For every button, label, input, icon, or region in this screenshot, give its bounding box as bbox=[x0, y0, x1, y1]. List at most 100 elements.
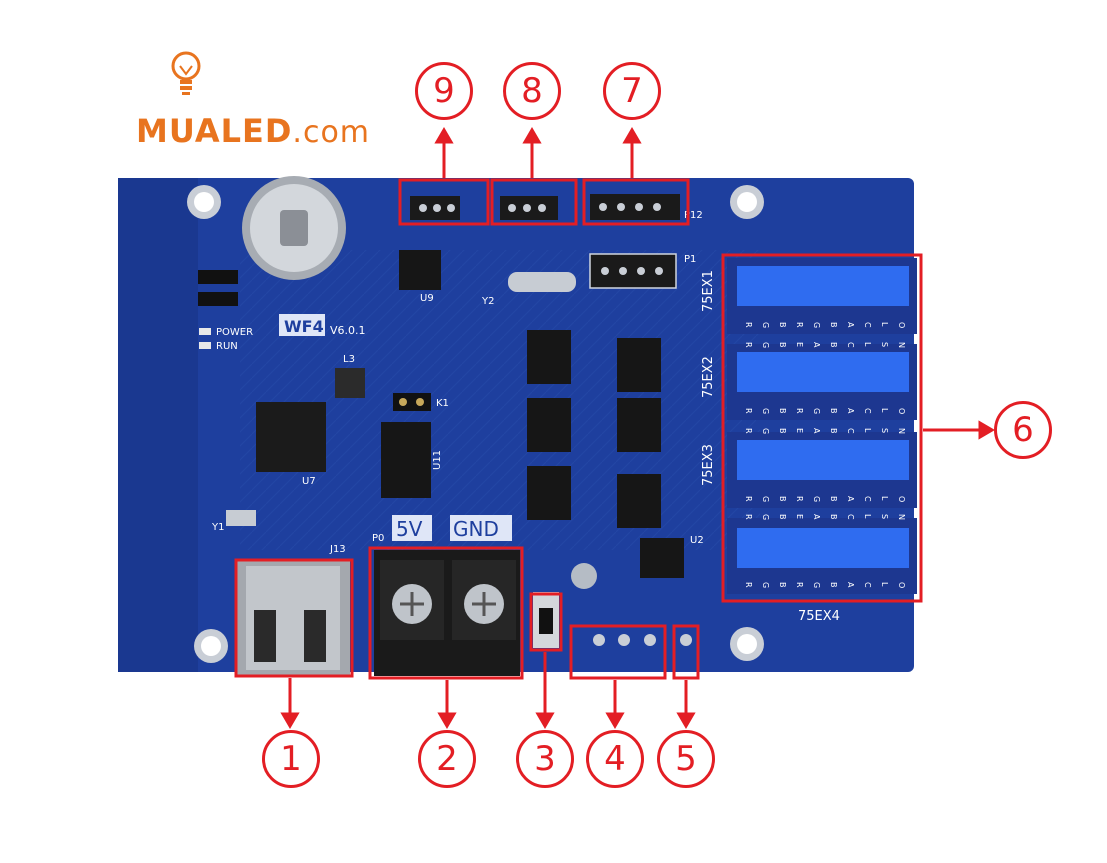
power-terminal bbox=[374, 550, 520, 676]
pin-letter: L bbox=[863, 514, 872, 519]
pin-letter: B bbox=[829, 582, 838, 588]
version-label: V6.0.1 bbox=[330, 324, 366, 337]
hub4-label: 75EX4 bbox=[798, 609, 840, 624]
mualed-logo: MUALED.com bbox=[136, 50, 396, 160]
j13-label: J13 bbox=[329, 544, 346, 555]
pin-letter: L bbox=[863, 428, 872, 433]
regulator-u2 bbox=[640, 538, 684, 578]
pads-s2-s4 bbox=[593, 634, 656, 646]
pin-letter: G bbox=[761, 514, 770, 520]
crystal-y1 bbox=[226, 510, 256, 526]
pin-letter: G bbox=[761, 322, 770, 328]
pin-letter: B bbox=[829, 514, 838, 520]
pin-letter: O bbox=[897, 582, 906, 588]
pin-letter: B bbox=[778, 342, 787, 348]
pin-letter: N bbox=[897, 514, 906, 520]
pin-letter: G bbox=[812, 408, 821, 414]
callout-3: 3 bbox=[516, 730, 574, 788]
callout-5: 5 bbox=[657, 730, 715, 788]
pin-letter: B bbox=[778, 322, 787, 328]
pin-letter: R bbox=[795, 408, 804, 414]
jumper-k1 bbox=[393, 393, 431, 411]
pin-letter: O bbox=[897, 408, 906, 414]
pin-letter: R bbox=[795, 322, 804, 328]
pin-letter: G bbox=[812, 322, 821, 328]
pin-letter: A bbox=[846, 496, 855, 502]
hub1-label: 75EX1 bbox=[701, 270, 716, 312]
pin-letter: G bbox=[761, 408, 770, 414]
vcc-label-box bbox=[392, 515, 432, 541]
pin-letter: N bbox=[897, 428, 906, 434]
highlight-usb bbox=[234, 558, 354, 678]
callout-1: 1 bbox=[262, 730, 320, 788]
pin-letter: L bbox=[863, 342, 872, 347]
pin-letter: B bbox=[778, 496, 787, 502]
p1-label: P1 bbox=[684, 254, 696, 265]
pin-letter: E bbox=[795, 342, 804, 347]
pin-letter: A bbox=[812, 342, 821, 348]
pin-letter: C bbox=[846, 428, 855, 434]
highlight-boxes bbox=[234, 178, 923, 680]
crystal-y1-label: Y1 bbox=[211, 522, 224, 533]
header-9-pins bbox=[410, 196, 460, 220]
pin-letter: C bbox=[863, 496, 872, 502]
highlight-header-9 bbox=[398, 178, 490, 226]
pin-letter: R bbox=[744, 408, 753, 414]
gnd-label: GND bbox=[453, 517, 499, 541]
pin-letter: L bbox=[880, 322, 889, 327]
pin-letter: G bbox=[761, 428, 770, 434]
pin-letter: S bbox=[880, 342, 889, 347]
chip-u9-label: U9 bbox=[420, 293, 434, 304]
chip-u7 bbox=[256, 402, 326, 472]
lightbulb-icon bbox=[171, 51, 201, 95]
highlight-header-8 bbox=[490, 178, 578, 226]
pin-letter: B bbox=[829, 428, 838, 434]
pin-letter: A bbox=[812, 428, 821, 434]
regulator-u2-label: U2 bbox=[690, 535, 704, 546]
pin-letter: R bbox=[744, 496, 753, 502]
callout-arrows bbox=[280, 127, 995, 729]
pin-letter: B bbox=[778, 582, 787, 588]
pad-p7 bbox=[680, 634, 692, 646]
pin-letter: R bbox=[744, 582, 753, 588]
highlight-power-terminal bbox=[368, 546, 524, 680]
pin-letter: E bbox=[795, 428, 804, 433]
pin-letter: N bbox=[897, 342, 906, 348]
coin-battery bbox=[242, 176, 346, 280]
test-button bbox=[533, 592, 559, 648]
pin-letter: G bbox=[761, 342, 770, 348]
p0-label: P0 bbox=[372, 533, 384, 544]
pin-letter: L bbox=[880, 408, 889, 413]
model-label-box bbox=[279, 314, 325, 336]
pcb-edge bbox=[118, 178, 198, 672]
hub75-headers bbox=[727, 258, 917, 594]
pin-letter: L bbox=[880, 582, 889, 587]
pin-letter: L bbox=[880, 496, 889, 501]
callout-4: 4 bbox=[586, 730, 644, 788]
pin-letter: G bbox=[761, 496, 770, 502]
header-8-pins bbox=[500, 196, 558, 220]
crystal-y2-label: Y2 bbox=[481, 296, 494, 307]
logo-domain: .com bbox=[292, 115, 371, 150]
pin-letter: G bbox=[761, 582, 770, 588]
highlight-pads-s2-s4 bbox=[569, 624, 667, 680]
pin-letter: A bbox=[846, 322, 855, 328]
power-led-label: POWER bbox=[216, 327, 253, 338]
inductor-l3-label: L3 bbox=[343, 354, 355, 365]
pin-letter: B bbox=[829, 408, 838, 414]
pin-letter: B bbox=[778, 428, 787, 434]
pin-letter: R bbox=[744, 428, 753, 434]
gnd-label-box bbox=[450, 515, 512, 541]
chip-u11 bbox=[381, 422, 431, 498]
chip-u9 bbox=[399, 250, 441, 290]
hub2-label: 75EX2 bbox=[701, 356, 716, 398]
usb-port bbox=[236, 560, 350, 676]
driver-ics bbox=[527, 330, 661, 528]
pin-letter: S bbox=[880, 514, 889, 519]
p12-label: P12 bbox=[684, 210, 703, 221]
pin-letter: A bbox=[812, 514, 821, 520]
pin-letter: A bbox=[846, 582, 855, 588]
pin-letter: R bbox=[744, 514, 753, 520]
pin-letter: B bbox=[829, 496, 838, 502]
